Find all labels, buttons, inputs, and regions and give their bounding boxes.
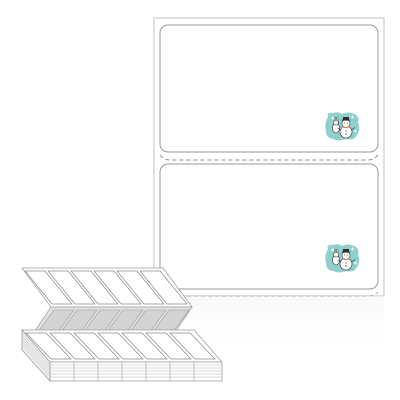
- stack-edges: [21, 328, 223, 383]
- snowman-motif-label-2: [324, 243, 360, 273]
- fanfold-stack: [21, 267, 223, 383]
- top-flap: [21, 267, 193, 308]
- snowman-motif-label-1: [324, 111, 360, 141]
- perforation-line-1: [159, 154, 379, 161]
- label-1-outline: [159, 24, 379, 153]
- label-2-outline: [159, 163, 379, 290]
- lower-face: [21, 329, 223, 363]
